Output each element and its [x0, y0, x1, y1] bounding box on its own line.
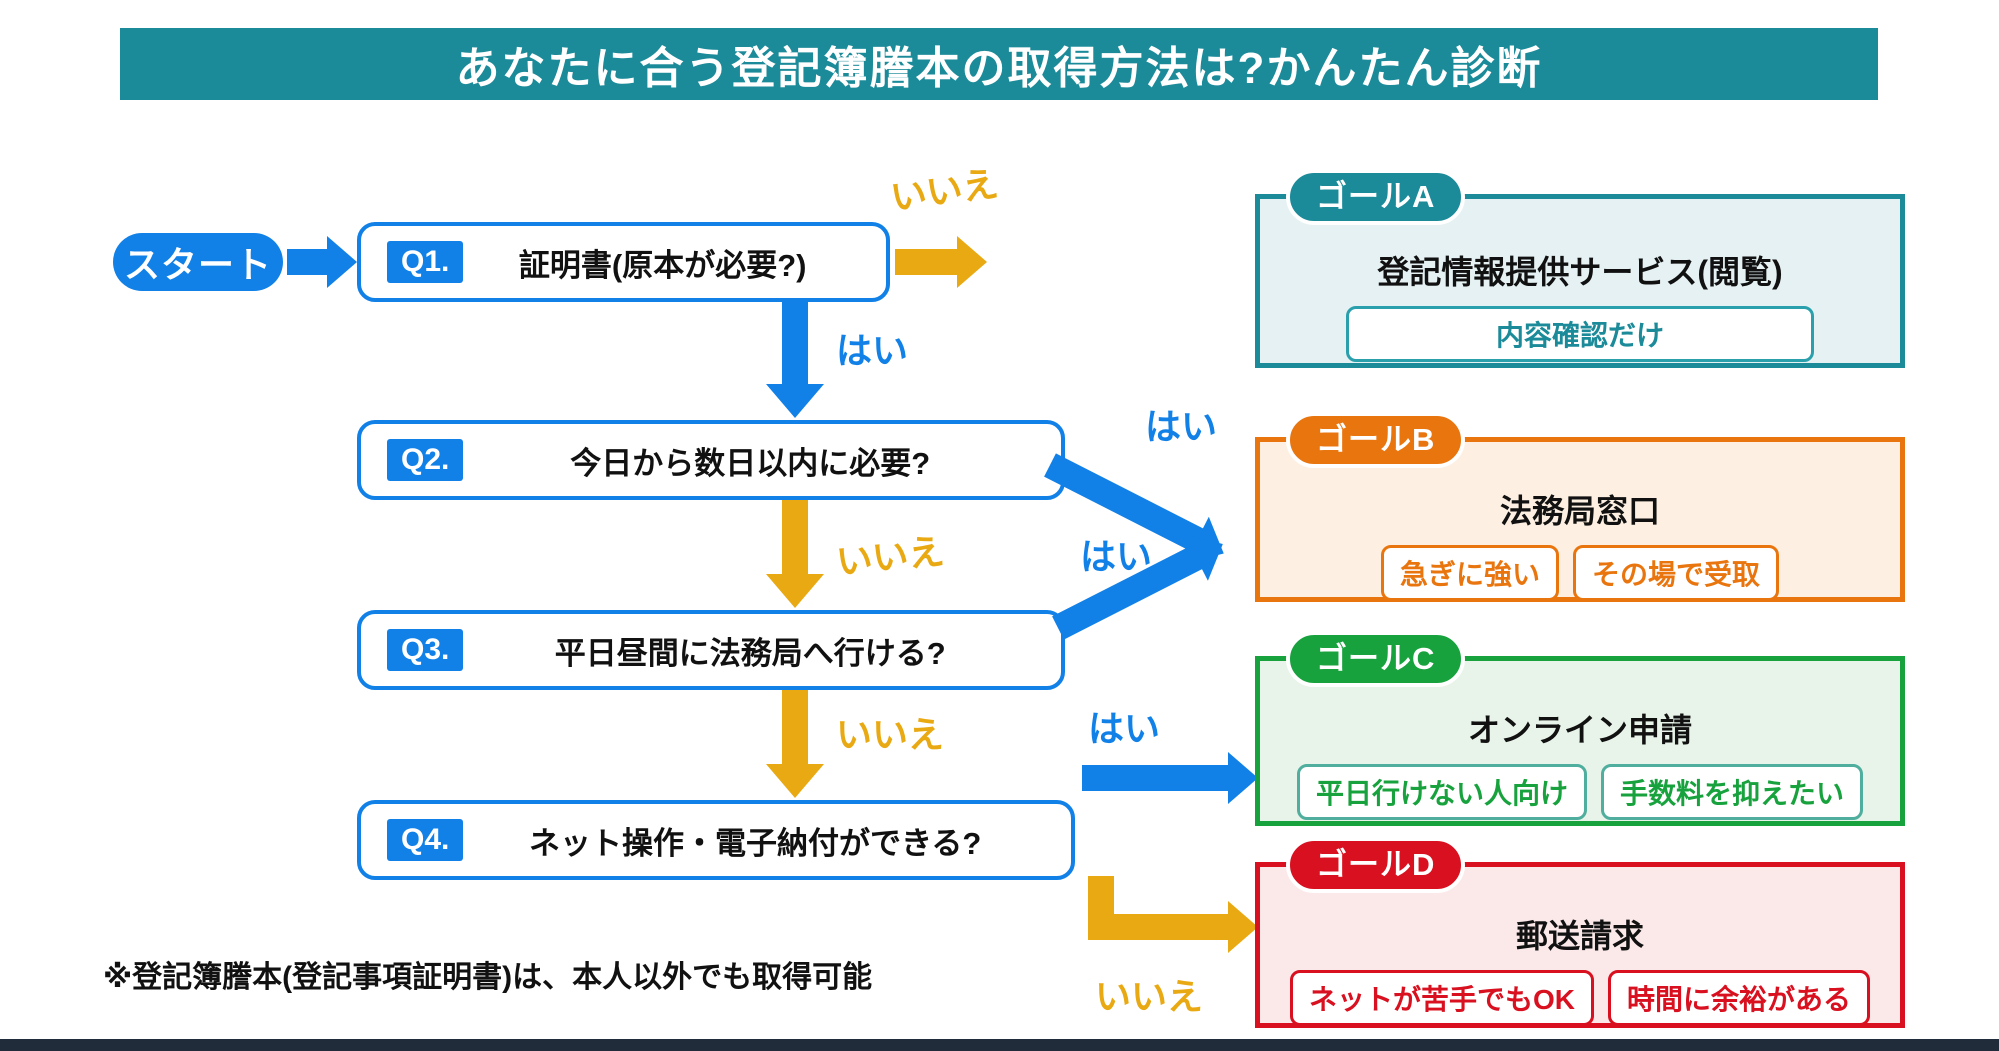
- goal-c-box: ゴールC オンライン申請 平日行けない人向け 手数料を抑えたい: [1255, 631, 1905, 826]
- q1-badge: Q1.: [387, 241, 464, 283]
- goal-b-tag-2: その場で受取: [1573, 545, 1780, 601]
- goal-c-tag-1: 平日行けない人向け: [1296, 764, 1587, 820]
- goal-c-tags: 平日行けない人向け 手数料を抑えたい: [1296, 764, 1864, 820]
- q3-no-label: いいえ: [836, 714, 945, 755]
- goal-b-box: ゴールB 法務局窓口 急ぎに強い その場で受取: [1255, 412, 1905, 602]
- arrow-shaft: [782, 500, 808, 578]
- arrow-shaft: [287, 249, 329, 275]
- goal-a-tag-1: 内容確認だけ: [1346, 306, 1814, 362]
- q3-badge: Q3.: [387, 629, 464, 671]
- question-box-q3: Q3. 平日昼間に法務局へ行ける?: [357, 610, 1065, 690]
- goal-c-tag-2: 手数料を抑えたい: [1601, 764, 1864, 820]
- q3-text: 平日昼間に法務局へ行ける?: [554, 635, 946, 671]
- q1-text: 証明書(原本が必要?): [518, 247, 807, 283]
- goal-d-pill: ゴールD: [1286, 837, 1466, 893]
- title-bar: あなたに合う登記簿謄本の取得方法は?かんたん診断: [120, 28, 1878, 100]
- q4-yes-label: はい: [1088, 708, 1161, 749]
- goal-d-tags: ネットが苦手でもOK 時間に余裕がある: [1289, 970, 1871, 1026]
- q3-no-arrow: [766, 690, 824, 798]
- goal-d-tag-1: ネットが苦手でもOK: [1289, 970, 1594, 1026]
- arrow-head: [766, 764, 824, 798]
- arrow-head: [1228, 752, 1258, 804]
- arrow-shaft: [782, 302, 808, 388]
- arrow-shaft: [1088, 914, 1230, 940]
- arrow-head: [957, 236, 987, 288]
- arrow-shaft: [782, 690, 808, 768]
- goal-d-title: 郵送請求: [1515, 918, 1644, 954]
- goal-d-tag-2: 時間に余裕がある: [1608, 970, 1871, 1026]
- goal-a-box: ゴールA 登記情報提供サービス(閲覧) 内容確認だけ: [1255, 169, 1905, 368]
- question-box-q2: Q2. 今日から数日以内に必要?: [357, 420, 1065, 500]
- goal-a-pill: ゴールA: [1286, 169, 1466, 225]
- q2-yes-label: はい: [1145, 406, 1218, 447]
- start-node: スタート: [113, 233, 283, 291]
- q4-badge: Q4.: [387, 819, 464, 861]
- arrow-head: [1228, 901, 1258, 953]
- goal-b-tag-1: 急ぎに強い: [1380, 545, 1559, 601]
- question-box-q4: Q4. ネット操作・電子納付ができる?: [357, 800, 1075, 880]
- q4-no-label: いいえ: [1095, 976, 1204, 1017]
- q1-yes-label: はい: [836, 330, 909, 371]
- q2-no-arrow: [766, 500, 824, 608]
- q2-badge: Q2.: [387, 439, 464, 481]
- arrow-shaft: [895, 249, 959, 275]
- goal-b-title: 法務局窓口: [1499, 493, 1660, 529]
- goal-a-tags: 内容確認だけ: [1346, 306, 1814, 362]
- q2-no-label: いいえ: [834, 530, 947, 583]
- bottom-bar: [0, 1039, 1999, 1051]
- arrow-head: [766, 574, 824, 608]
- goal-c-pill: ゴールC: [1286, 631, 1466, 687]
- goal-d-box: ゴールD 郵送請求 ネットが苦手でもOK 時間に余裕がある: [1255, 837, 1905, 1028]
- page-title: あなたに合う登記簿謄本の取得方法は?かんたん診断: [455, 44, 1543, 93]
- goal-a-title: 登記情報提供サービス(閲覧): [1377, 254, 1783, 290]
- arrow-shaft: [1082, 765, 1230, 791]
- arrow-head: [766, 384, 824, 418]
- q2-text: 今日から数日以内に必要?: [570, 445, 931, 481]
- goal-b-pill: ゴールB: [1286, 412, 1466, 468]
- start-arrow: [287, 236, 357, 288]
- q4-yes-arrow: [1082, 752, 1258, 804]
- q1-no-arrow: [895, 236, 987, 288]
- goal-b-tags: 急ぎに強い その場で受取: [1380, 545, 1780, 601]
- question-box-q1: Q1. 証明書(原本が必要?): [357, 222, 890, 302]
- q1-yes-arrow: [766, 302, 824, 418]
- footnote: ※登記簿謄本(登記事項証明書)は、本人以外でも取得可能: [103, 961, 873, 994]
- q4-text: ネット操作・電子納付ができる?: [529, 825, 982, 861]
- q1-no-label: いいえ: [888, 162, 1001, 219]
- arrow-head: [327, 236, 357, 288]
- goal-c-title: オンライン申請: [1467, 712, 1692, 748]
